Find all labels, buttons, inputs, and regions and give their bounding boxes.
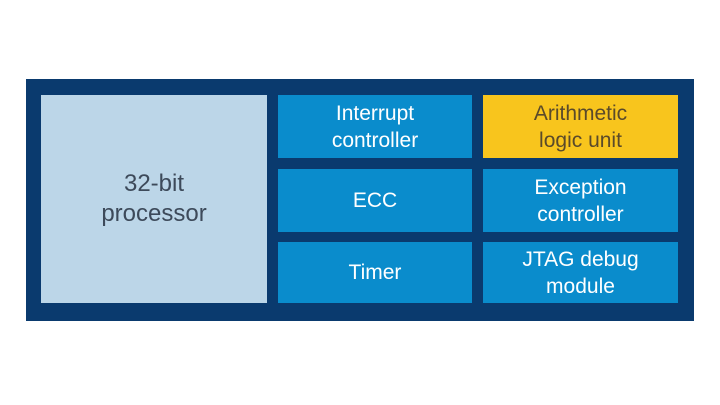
interrupt-controller-block: Interrupt controller [278, 95, 472, 158]
timer-block: Timer [278, 242, 472, 303]
exception-controller-block: Exception controller [483, 169, 678, 232]
jtag-debug-module-label: JTAG debug module [522, 247, 639, 298]
processor-block: 32-bit processor [41, 95, 267, 303]
jtag-debug-module-block: JTAG debug module [483, 242, 678, 303]
exception-controller-label: Exception controller [534, 175, 627, 226]
processor-block-diagram: 32-bit processor Interrupt controller Ar… [26, 79, 694, 321]
arithmetic-logic-unit-block: Arithmetic logic unit [483, 95, 678, 158]
arithmetic-logic-unit-label: Arithmetic logic unit [533, 101, 628, 152]
ecc-block: ECC [278, 169, 472, 232]
timer-label: Timer [348, 261, 402, 284]
processor-label: 32-bit processor [101, 170, 207, 227]
interrupt-controller-label: Interrupt controller [331, 101, 419, 152]
ecc-label: ECC [352, 189, 398, 212]
